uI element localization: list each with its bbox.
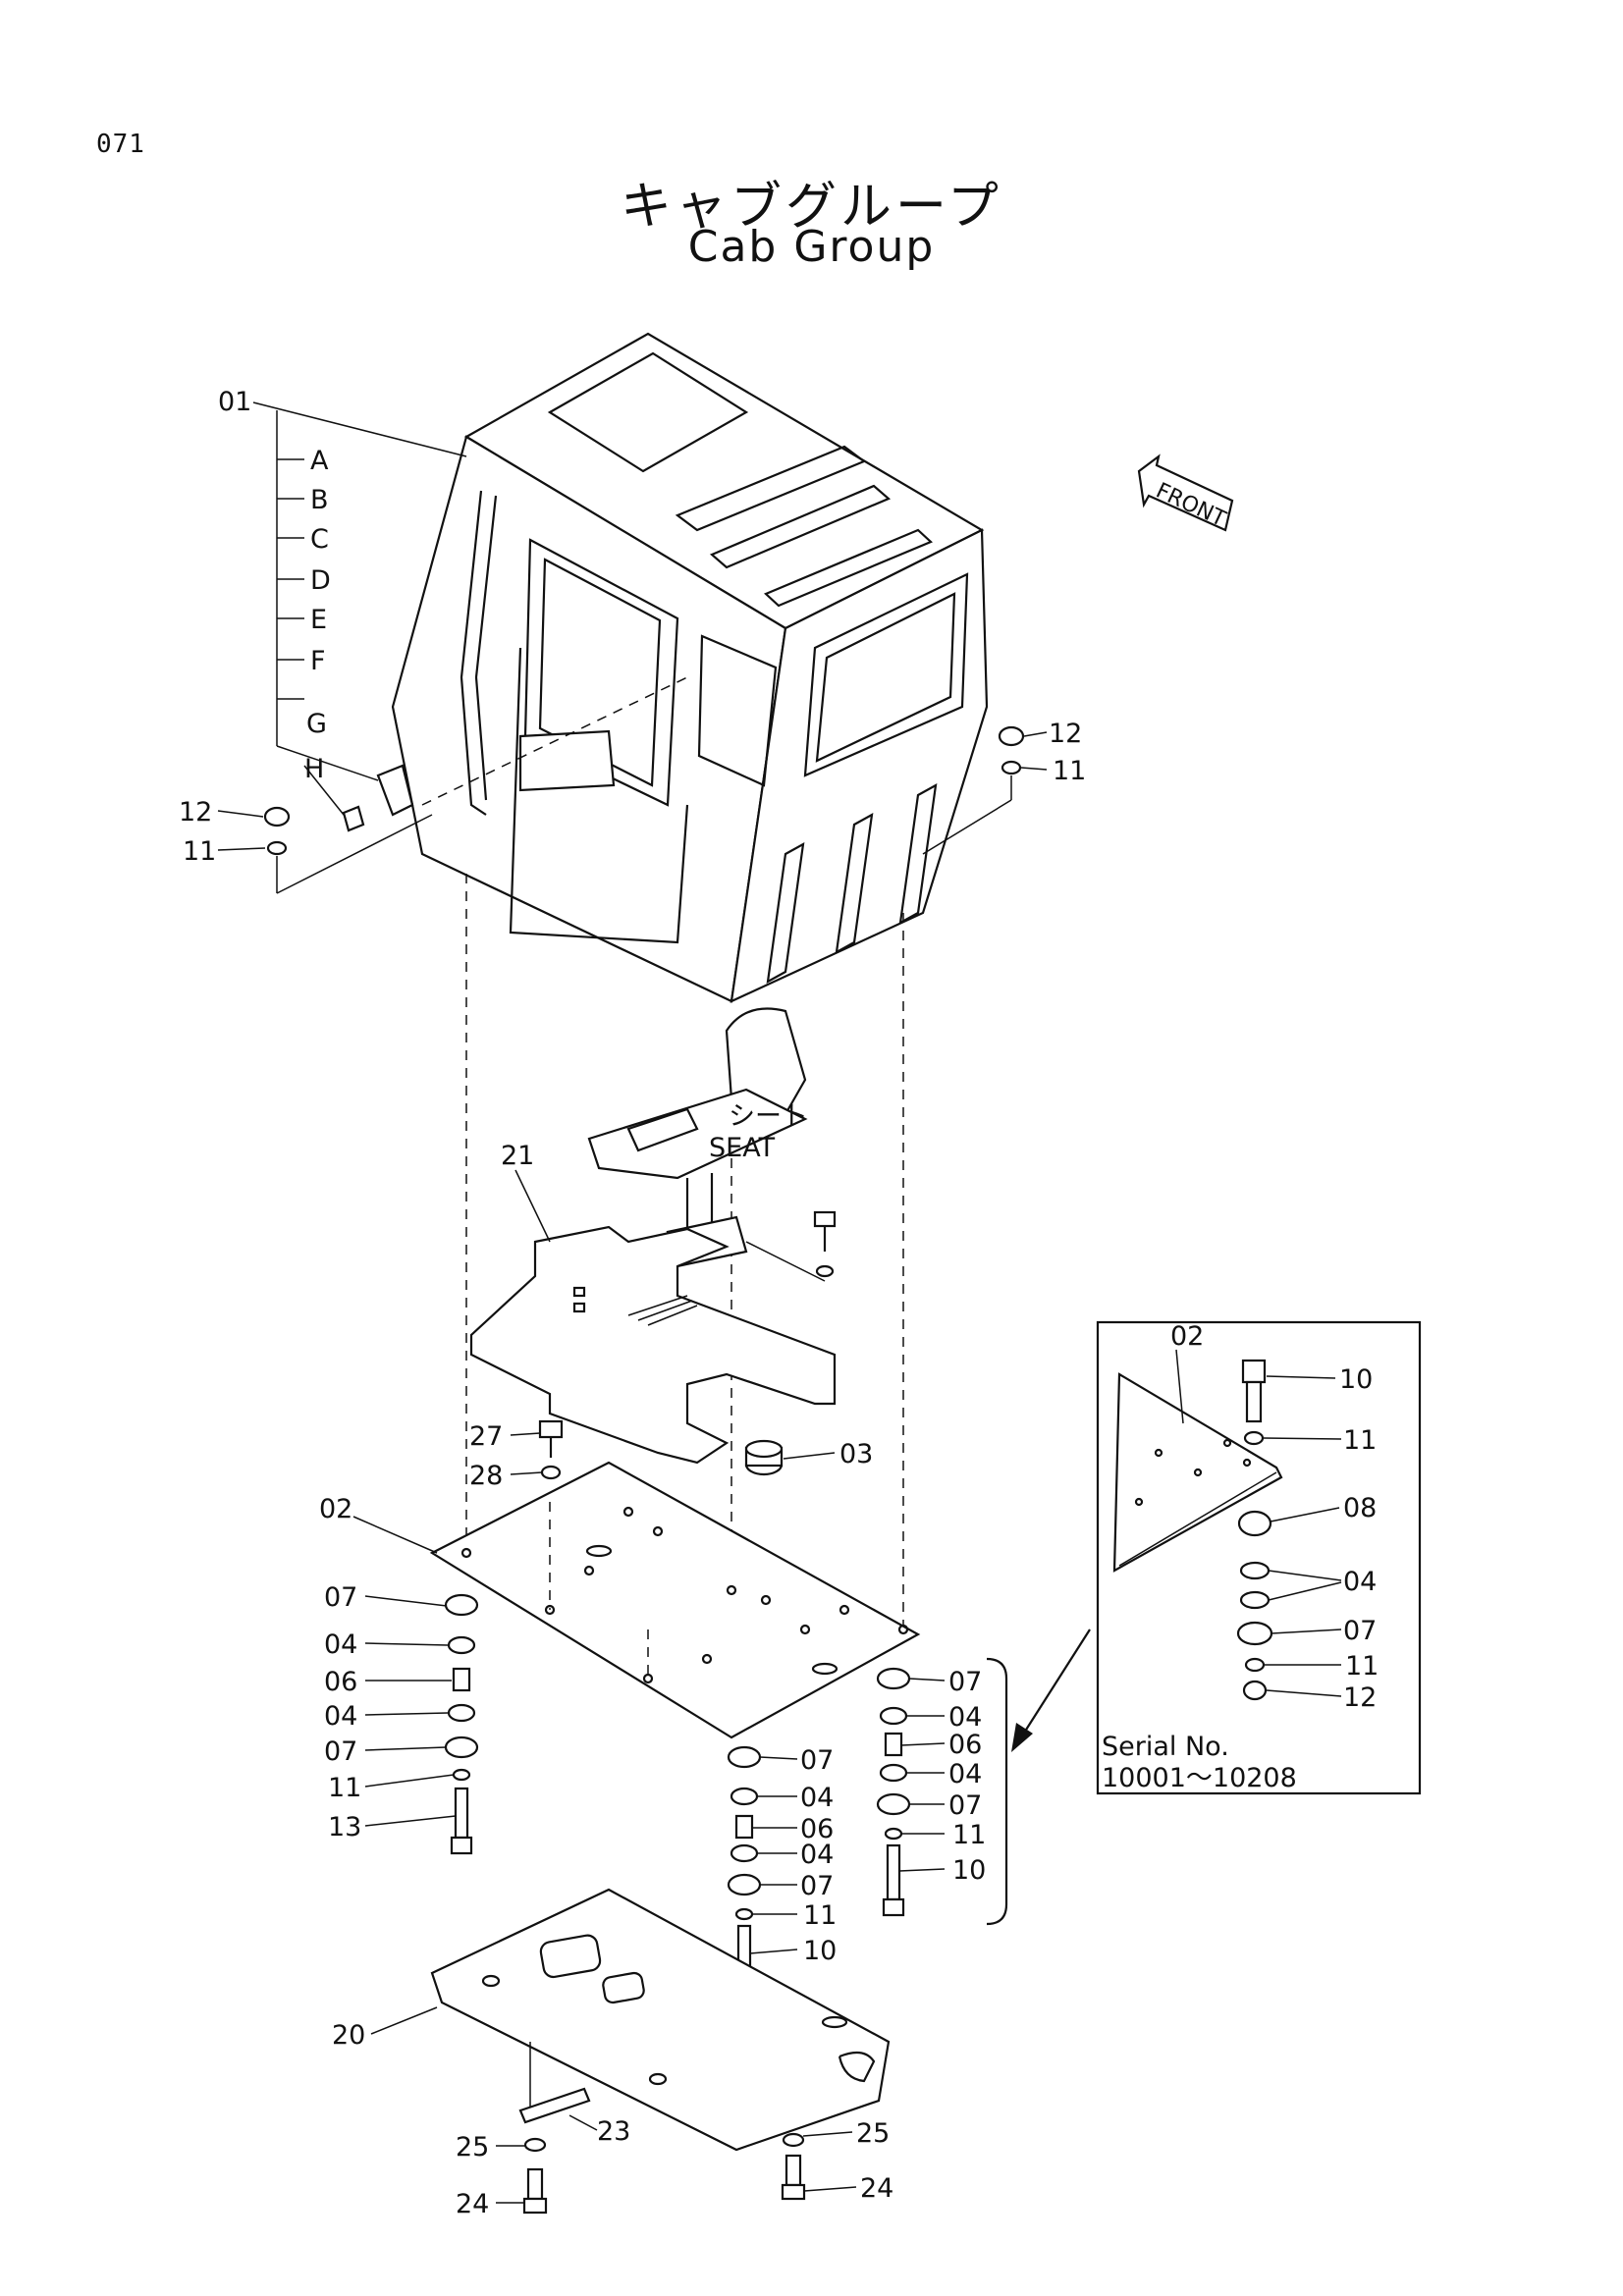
callout-11-right: 11 [1053, 756, 1086, 786]
page-number: 071 [96, 130, 145, 159]
callout-28: 28 [469, 1461, 503, 1491]
callout-04-middle-bottom: 04 [800, 1840, 834, 1870]
callout-13: 13 [328, 1812, 361, 1842]
base-plate: 20 23 25 24 25 24 [332, 1888, 893, 2219]
inset-pointer-arrow [1011, 1629, 1091, 1752]
callout-07-middle-bottom: 07 [800, 1871, 834, 1901]
seat-label-japanese: シート [729, 1101, 808, 1132]
callout-20: 20 [332, 2020, 365, 2051]
cab-sublabel-e: E [310, 605, 327, 635]
serial-inset: 02 10 11 08 04 07 11 12 Serial No. 10001… [1096, 1320, 1422, 1795]
callout-10-right: 10 [952, 1855, 986, 1886]
callout-23: 23 [597, 2116, 630, 2147]
callout-27: 27 [469, 1421, 503, 1452]
front-direction-arrow: FRONT [1137, 454, 1234, 532]
page-title-english: Cab Group [687, 222, 936, 272]
inset-callout-02: 02 [1170, 1321, 1204, 1352]
callout-24-right: 24 [860, 2173, 893, 2204]
left-mount-stack: 07 04 06 04 07 11 13 [324, 1582, 479, 1855]
floor-mat: 21 [469, 1141, 837, 1465]
page-title-japanese: キャブグループ [621, 178, 1002, 237]
callout-07-left-top: 07 [324, 1582, 357, 1613]
cab-sublabel-c: C [310, 524, 329, 555]
callout-12-left: 12 [179, 797, 212, 828]
inset-callout-12: 12 [1343, 1682, 1377, 1713]
callout-03: 03 [839, 1439, 873, 1469]
callout-04-left-top: 04 [324, 1629, 357, 1660]
cab-sublabel-b: B [310, 485, 329, 515]
cab-assembly [263, 332, 1025, 1003]
right-mount-stack: 07 04 06 04 07 11 10 [876, 1657, 1008, 1926]
inset-callout-11-top: 11 [1343, 1425, 1377, 1456]
callout-04-right-bottom: 04 [948, 1759, 982, 1789]
callout-11-right-stack: 11 [952, 1820, 986, 1850]
callout-11-middle: 11 [803, 1900, 837, 1931]
inset-callout-04: 04 [1343, 1567, 1377, 1597]
callout-04-right-top: 04 [948, 1702, 982, 1733]
callout-07-right-bottom: 07 [948, 1790, 982, 1821]
callout-10-middle: 10 [803, 1936, 837, 1966]
callout-04-left-bottom: 04 [324, 1701, 357, 1732]
callout-02: 02 [319, 1494, 352, 1524]
inset-serial-label: Serial No. [1102, 1732, 1229, 1762]
callout-12-right: 12 [1049, 719, 1082, 749]
callout-06-left: 06 [324, 1667, 357, 1697]
middle-mount-stack: 07 04 06 04 07 11 10 [727, 1745, 837, 1998]
cab-sublabel-d: D [310, 565, 331, 596]
cab-sublabel-h: H [304, 754, 324, 784]
callout-11-left-stack: 11 [328, 1773, 361, 1803]
callout-21: 21 [501, 1141, 534, 1171]
inset-callout-07: 07 [1343, 1616, 1377, 1646]
seat-label-english: SEAT [709, 1133, 776, 1163]
floor-plate: 02 27 28 03 [319, 1419, 921, 1739]
callout-07-middle-top: 07 [800, 1745, 834, 1776]
callout-04-middle-top: 04 [800, 1783, 834, 1813]
cab-sublabel-a: A [310, 446, 329, 476]
seat: シート SEAT [587, 1007, 837, 1282]
callout-25-right: 25 [856, 2118, 890, 2149]
callout-01: 01 [218, 387, 251, 417]
inset-serial-range: 10001～10208 [1102, 1763, 1297, 1793]
cab-sublabel-ladder: 01 A B C D E F G H 12 11 12 11 [179, 387, 1086, 867]
inset-callout-08: 08 [1343, 1493, 1377, 1523]
cab-sublabel-g: G [306, 709, 327, 739]
inset-callout-11-bottom: 11 [1345, 1651, 1379, 1682]
callout-06-middle: 06 [800, 1814, 834, 1844]
callout-11-left: 11 [183, 836, 216, 867]
callout-06-right: 06 [948, 1730, 982, 1760]
callout-07-left-bottom: 07 [324, 1736, 357, 1767]
callout-24-left: 24 [456, 2189, 489, 2219]
cab-sublabel-f: F [310, 646, 326, 676]
callout-07-right-top: 07 [948, 1667, 982, 1697]
callout-25-left: 25 [456, 2132, 489, 2163]
inset-callout-10: 10 [1339, 1364, 1373, 1395]
